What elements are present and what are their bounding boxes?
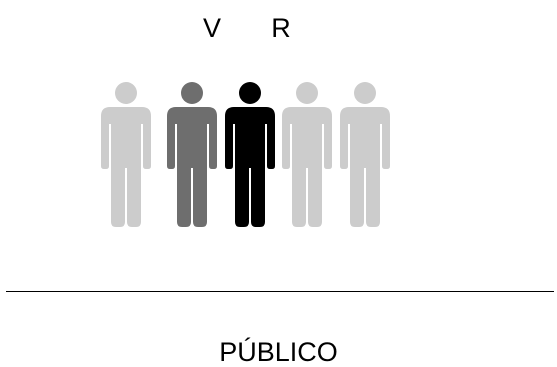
person-body — [167, 107, 217, 227]
person-body — [340, 107, 390, 227]
person-body — [282, 107, 332, 227]
person-head — [115, 82, 137, 104]
person-head — [296, 82, 318, 104]
person-icon-2 — [167, 82, 217, 227]
person-body — [101, 107, 151, 227]
person-head — [181, 82, 203, 104]
divider-line — [6, 291, 554, 292]
person-icon-3 — [225, 82, 275, 227]
person-icon-4 — [282, 82, 332, 227]
person-head — [239, 82, 261, 104]
person-icon-1 — [101, 82, 151, 227]
person-body — [225, 107, 275, 227]
person-head — [354, 82, 376, 104]
label-r: R — [271, 13, 291, 43]
label-v: V — [202, 13, 222, 43]
person-icon-5 — [340, 82, 390, 227]
caption-publico: PÚBLICO — [219, 337, 338, 367]
